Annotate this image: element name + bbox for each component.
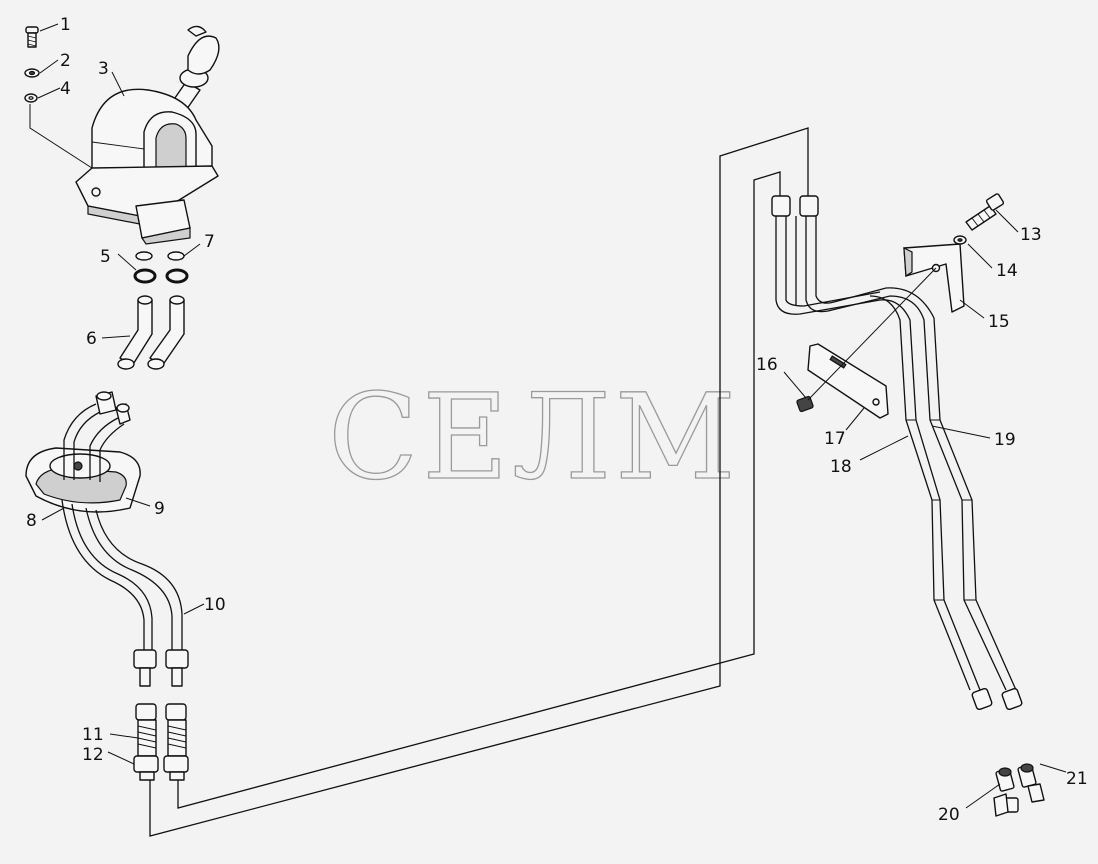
callout-17: 17 [824, 429, 846, 449]
callout-19: 19 [994, 430, 1016, 450]
callout-4: 4 [60, 79, 71, 99]
elbows-20-21 [993, 763, 1045, 817]
callout-7: 7 [204, 232, 215, 252]
bolt-13 [965, 193, 1005, 231]
callout-labels: 1 2 4 3 5 7 6 8 9 10 11 12 13 14 15 16 1… [26, 15, 1088, 825]
callout-2: 2 [60, 51, 71, 71]
valve-body-3 [75, 25, 220, 245]
o-rings-5-7 [133, 251, 189, 284]
callout-20: 20 [938, 805, 960, 825]
callout-11: 11 [82, 725, 104, 745]
bracket-15 [903, 243, 965, 313]
nut-4 [24, 93, 38, 103]
callout-14: 14 [996, 261, 1018, 281]
callout-12: 12 [82, 745, 104, 765]
callout-16: 16 [756, 355, 778, 375]
grommet-9 [25, 447, 141, 513]
plate-17 [807, 343, 889, 419]
assembly-leader [29, 104, 96, 171]
callout-10: 10 [204, 595, 226, 615]
tubes-upper [63, 403, 125, 482]
right-top-nuts [771, 195, 819, 217]
callout-8: 8 [26, 511, 37, 531]
callout-3: 3 [98, 59, 109, 79]
tubes-8-10 [61, 499, 183, 650]
callout-1: 1 [60, 15, 71, 35]
bracket-leader [807, 267, 937, 401]
washer-2 [24, 68, 40, 78]
watermark-text: СЕЛМ [328, 368, 740, 506]
callout-13: 13 [1020, 225, 1042, 245]
callout-leaders [37, 23, 1067, 809]
elbow-fittings-6 [117, 295, 185, 370]
callout-9: 9 [154, 499, 165, 519]
fittings-11-12 [133, 649, 189, 781]
washer-14 [953, 235, 967, 245]
callout-6: 6 [86, 329, 97, 349]
callout-5: 5 [100, 247, 111, 267]
tubes-18-19 [775, 216, 1023, 711]
nut-16 [796, 395, 814, 413]
connection-lines [149, 127, 809, 837]
upper-connectors [95, 391, 131, 425]
callout-21: 21 [1066, 769, 1088, 789]
callout-15: 15 [988, 312, 1010, 332]
screw-1 [25, 26, 39, 48]
callout-18: 18 [830, 457, 852, 477]
